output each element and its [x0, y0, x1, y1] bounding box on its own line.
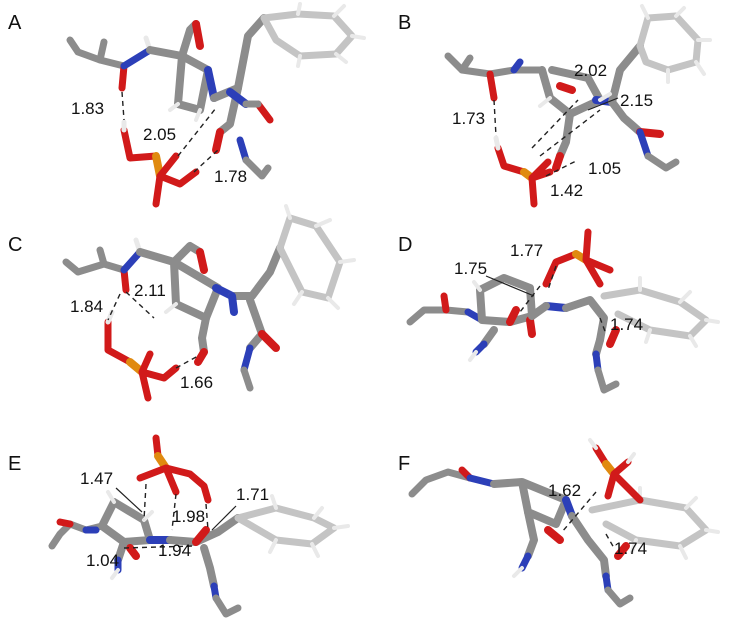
- panel-label-a: A: [8, 12, 22, 34]
- panel-a-molecule: [66, 2, 366, 208]
- leader-e-2: [211, 505, 237, 531]
- leader-d-1: [485, 275, 535, 297]
- hbond-a-1: [121, 91, 125, 121]
- hbond-e-2: [171, 493, 177, 531]
- panel-d: D 1.: [398, 228, 720, 394]
- panel-label-e: E: [8, 453, 21, 475]
- panel-a: A: [8, 2, 366, 208]
- hbond-c-2: [107, 293, 121, 321]
- hbond-e-3: [205, 503, 209, 531]
- distance-label-f-2: 1.74: [614, 539, 647, 558]
- distance-label-e-5: 1.04: [86, 551, 119, 570]
- panel-label-b: B: [398, 12, 411, 34]
- hbond-c-3: [175, 355, 199, 369]
- distance-label-a-2: 2.05: [143, 125, 176, 144]
- panel-f-molecule: [408, 438, 720, 608]
- distance-label-b-5: 1.42: [550, 181, 583, 200]
- panel-label-f: F: [398, 453, 410, 475]
- distance-label-a-3: 1.78: [214, 167, 247, 186]
- hbond-d-2: [547, 265, 557, 291]
- hbond-e-1: [143, 483, 147, 521]
- distance-label-d-2: 1.75: [454, 259, 487, 278]
- panel-f: F 1.62 1.74: [398, 438, 720, 608]
- hbond-e-4: [123, 545, 197, 549]
- panel-e: E: [8, 434, 350, 618]
- hbond-a-2: [177, 107, 217, 157]
- hbond-b-2: [531, 99, 579, 149]
- distance-label-b-4: 1.05: [588, 159, 621, 178]
- panel-e-molecule: [48, 434, 350, 618]
- hbond-f-2: [605, 533, 615, 549]
- hbond-a-3: [193, 149, 219, 173]
- distance-label-c-1: 2.11: [134, 281, 166, 300]
- panel-c-molecule: [62, 204, 356, 402]
- distance-label-e-4: 1.94: [158, 541, 191, 560]
- hbond-b-4: [545, 159, 579, 177]
- hbond-d-1: [519, 285, 541, 313]
- distance-label-e-3: 1.98: [172, 507, 205, 526]
- distance-label-b-2: 2.15: [620, 91, 653, 110]
- distance-label-c-3: 1.66: [180, 373, 213, 392]
- distance-label-a-1: 1.83: [71, 99, 104, 118]
- hbond-d-3: [599, 317, 607, 335]
- distance-label-b-1: 2.02: [574, 61, 607, 80]
- distance-label-c-2: 1.84: [70, 297, 103, 316]
- panel-c: C: [8, 204, 356, 402]
- distance-label-d-1: 1.77: [510, 241, 543, 260]
- panel-d-molecule: [406, 228, 720, 394]
- leader-b-1: [587, 97, 619, 111]
- distance-label-b-3: 1.73: [452, 109, 485, 128]
- panel-label-d: D: [398, 234, 412, 256]
- panel-label-c: C: [8, 234, 22, 256]
- hbond-b-1: [493, 99, 497, 137]
- leader-e-1: [115, 487, 143, 513]
- panel-b: B: [398, 4, 712, 208]
- panel-b-molecule: [444, 4, 712, 208]
- hbond-c-1: [125, 291, 155, 319]
- distance-label-d-3: 1.74: [610, 315, 643, 334]
- hbond-b-3: [539, 109, 601, 157]
- distance-label-f-1: 1.62: [548, 481, 581, 500]
- distance-label-e-2: 1.71: [236, 485, 269, 504]
- distance-label-e-1: 1.47: [80, 469, 113, 488]
